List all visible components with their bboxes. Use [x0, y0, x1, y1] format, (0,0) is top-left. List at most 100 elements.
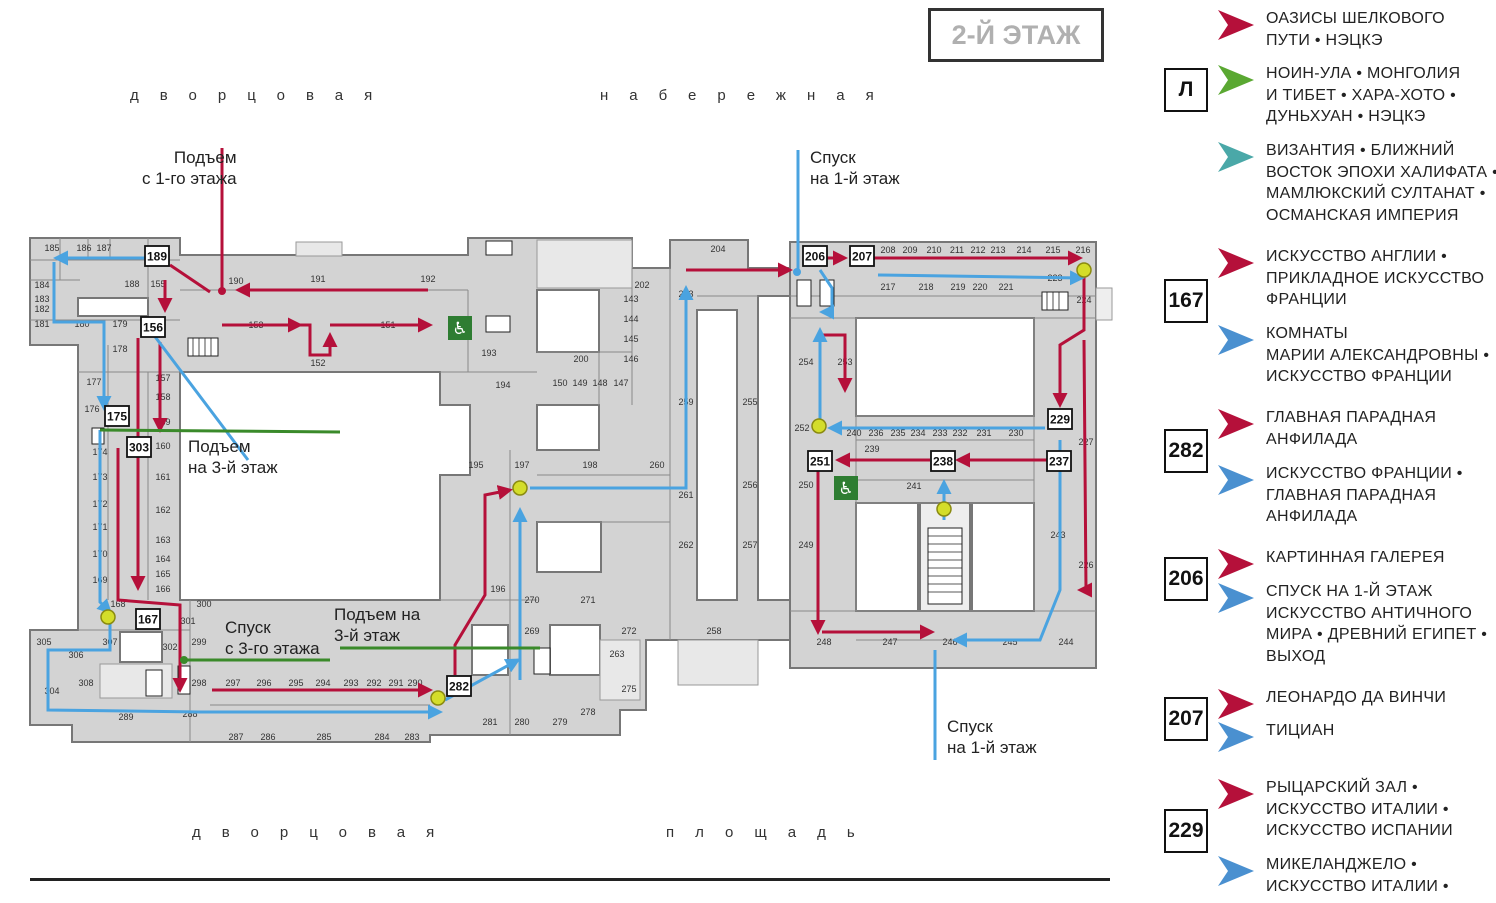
bottom-rule [30, 878, 1110, 881]
room-number: 178 [112, 344, 127, 354]
legend-entry: МИКЕЛАНДЖЕЛО •ИСКУССТВО ИТАЛИИ • [1266, 854, 1449, 897]
room-number: 163 [155, 535, 170, 545]
legend-entry-line: МИКЕЛАНДЖЕЛО • [1266, 856, 1418, 873]
legend-entry-line: ИСКУССТВО ИТАЛИИ • [1266, 800, 1449, 818]
legend-entry-line: АНФИЛАДА [1266, 508, 1358, 525]
annotation-rise-to-3: Подъем на 3-й этаж [188, 436, 278, 478]
room-number: 230 [1008, 428, 1023, 438]
legend-entry-line: ФРАНЦИИ [1266, 291, 1347, 308]
room-number: 290 [407, 678, 422, 688]
room-number: 241 [906, 481, 921, 491]
room-number: 249 [798, 540, 813, 550]
room-number: 190 [228, 276, 243, 286]
room-number: 177 [86, 377, 101, 387]
room-marker-206: 206 [802, 245, 828, 267]
room-number: 258 [706, 626, 721, 636]
svg-text:251: 251 [810, 455, 830, 469]
legend-arrow-icon [1216, 720, 1256, 754]
street-bottom-right: площадь [666, 824, 876, 841]
room-number: 247 [882, 637, 897, 647]
legend-room-box: 167 [1164, 279, 1208, 323]
svg-text:237: 237 [1049, 455, 1069, 469]
annotation-descend-1-bottom: Спуск на 1-й этаж [947, 716, 1037, 758]
room-number: 208 [880, 245, 895, 255]
room-number: 271 [580, 595, 595, 605]
room-number: 262 [678, 540, 693, 550]
room-number: 300 [196, 599, 211, 609]
room-number: 280 [514, 717, 529, 727]
room-number: 255 [742, 397, 757, 407]
room-marker-167: 167 [135, 608, 161, 630]
room-number: 188 [124, 279, 139, 289]
room-number: 294 [315, 678, 330, 688]
annotation-line: 3-й этаж [334, 626, 401, 645]
room-marker-229: 229 [1047, 408, 1073, 430]
room-number: 219 [950, 282, 965, 292]
room-number: 184 [34, 280, 49, 290]
room-number: 297 [225, 678, 240, 688]
legend-arrow-icon [1216, 140, 1256, 174]
room-number: 209 [902, 245, 917, 255]
room-number: 287 [228, 732, 243, 742]
room-number: 220 [972, 282, 987, 292]
room-number: 179 [112, 319, 127, 329]
room-number: 158 [155, 392, 170, 402]
legend-entry-line: МАРИИ АЛЕКСАНДРОВНЫ • [1266, 346, 1490, 364]
room-number: 235 [890, 428, 905, 438]
legend-entry-line: ИСКУССТВО ФРАНЦИИ • [1266, 465, 1463, 482]
room-number: 252 [794, 423, 809, 433]
legend-arrow-icon [1216, 687, 1256, 721]
room-number: 180 [74, 319, 89, 329]
legend-entry-line: МИРА • ДРЕВНИЙ ЕГИПЕТ • [1266, 626, 1488, 643]
courtyard-west [77, 289, 738, 676]
room-number: 147 [613, 378, 628, 388]
legend-arrow-icon [1216, 581, 1256, 615]
room-number: 204 [710, 244, 725, 254]
room-number: 214 [1016, 245, 1031, 255]
room-marker-189: 189 [144, 245, 170, 267]
room-number: 295 [288, 678, 303, 688]
room-number: 239 [864, 444, 879, 454]
room-number: 256 [742, 480, 757, 490]
room-number: 298 [191, 678, 206, 688]
room-number: 302 [162, 642, 177, 652]
legend-entry: РЫЦАРСКИЙ ЗАЛ •ИСКУССТВО ИТАЛИИ •ИСКУССТ… [1266, 777, 1453, 842]
room-number: 254 [798, 357, 813, 367]
annotation-line: на 1-й этаж [947, 738, 1037, 757]
legend-entry: КАРТИННАЯ ГАЛЕРЕЯ [1266, 547, 1445, 569]
room-number: 245 [1002, 637, 1017, 647]
room-number: 221 [998, 282, 1013, 292]
room-number: 236 [868, 428, 883, 438]
legend-entry-line: ПРИКЛАДНОЕ ИСКУССТВО [1266, 269, 1485, 287]
legend-arrow-icon [1216, 463, 1256, 497]
svg-text:229: 229 [1050, 413, 1070, 427]
annotation-line: Подъем [188, 437, 251, 456]
annotation-descend-from-3: Спуск с 3-го этажа [225, 617, 320, 659]
room-number: 191 [310, 274, 325, 284]
room-number: 231 [976, 428, 991, 438]
room-number: 210 [926, 245, 941, 255]
legend-entry-line: ИСКУССТВО АНГЛИИ • [1266, 248, 1448, 265]
svg-text:167: 167 [138, 613, 158, 627]
stair-icon [91, 240, 1069, 697]
legend-entry-line: ВЫХОД [1266, 647, 1326, 665]
street-bottom-left: дворцовая [192, 824, 456, 841]
room-number: 182 [34, 304, 49, 314]
street-top-left: дворцовая [130, 87, 394, 104]
legend-entry-line: ДУНЬХУАН • НЭЦКЭ [1266, 108, 1426, 125]
room-number: 161 [155, 472, 170, 482]
route-red [116, 148, 1092, 698]
legend-entry-line: АНФИЛАДА [1266, 430, 1358, 448]
room-number: 308 [78, 678, 93, 688]
room-marker-207: 207 [849, 245, 875, 267]
legend-arrow-icon [1216, 547, 1256, 581]
room-number: 299 [191, 637, 206, 647]
room-number: 165 [155, 569, 170, 579]
room-number: 296 [256, 678, 271, 688]
legend-arrow-icon [1216, 407, 1256, 441]
legend-entry-line: НОИН-УЛА • МОНГОЛИЯ [1266, 65, 1461, 82]
annotation-line: Спуск [810, 148, 856, 167]
room-number: 196 [490, 584, 505, 594]
